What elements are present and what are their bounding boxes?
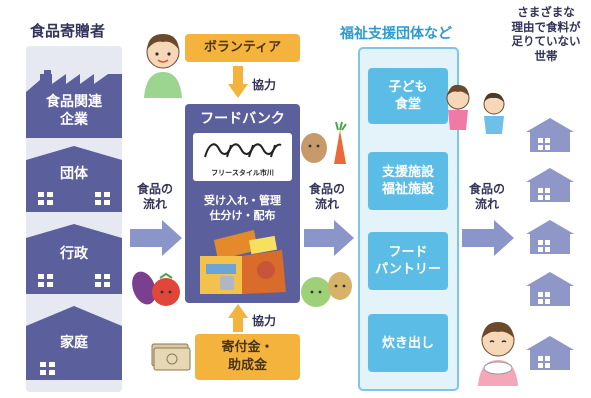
welfare-item-2-line2: パントリー — [375, 262, 441, 277]
flow-label-2: 食品の 流れ — [300, 182, 354, 212]
house-icon — [526, 336, 574, 370]
foodbank-logo — [193, 133, 292, 181]
welfare-item-kids-cafeteria: 子ども食堂 — [368, 68, 448, 124]
recipients-line4: 世帯 — [534, 48, 558, 63]
foodbank-logo-mark — [204, 143, 282, 158]
donor-home-label: 家庭 — [60, 335, 88, 351]
volunteer-coop-label: 協力 — [252, 78, 277, 92]
recipients-line3: 足りていない — [511, 34, 581, 48]
welfare-item-soup-kitchen: 炊き出し — [368, 314, 448, 372]
vegetables-left-icon — [132, 271, 180, 306]
flow-arrow-2 — [304, 220, 354, 256]
donation-arrow — [228, 304, 248, 332]
building-icon — [26, 146, 122, 212]
welfare-item-3-line1: 炊き出し — [381, 335, 434, 351]
donor-home: 家庭 — [26, 306, 122, 380]
donor-government-label: 行政 — [60, 246, 88, 262]
foodbank-title: フードバンク — [200, 111, 285, 127]
donation-box: 寄付金・ 助成金 — [195, 334, 300, 380]
welfare-item-food-pantry: フードパントリー — [368, 232, 448, 290]
donor-company-label-2: 企業 — [60, 112, 88, 128]
donors-panel: 食品関連 企業 団体 行政 — [26, 46, 122, 392]
vegetables-right-icon — [301, 272, 352, 307]
donor-government: 行政 — [26, 224, 122, 294]
donor-group: 団体 — [26, 146, 122, 212]
flow-arrow-3 — [462, 220, 514, 256]
volunteer-person-icon — [144, 34, 182, 98]
welfare-item-1-line2: 福祉施設 — [381, 182, 434, 197]
money-icon — [151, 343, 191, 371]
welfare-item-0-line2: 食堂 — [394, 97, 421, 112]
house-icon — [26, 306, 122, 380]
flow-label-3: 食品の 流れ — [460, 182, 514, 212]
flow-label-3-line2: 流れ — [474, 197, 499, 211]
donors-title: 食品寄贈者 — [30, 22, 106, 40]
flow-label-1-line1: 食品の — [136, 182, 173, 196]
house-icon — [526, 220, 574, 254]
foodbank-desc-line2: 仕分け・配布 — [209, 209, 276, 222]
vegetables-top-icon — [301, 121, 347, 164]
donor-company-label-1: 食品関連 — [46, 94, 102, 110]
donation-coop-label: 協力 — [252, 314, 277, 328]
donation-line2: 助成金 — [227, 358, 267, 373]
flow-label-2-line2: 流れ — [314, 197, 339, 211]
welfare-item-1-line1: 支援施設 — [381, 165, 434, 180]
house-icon — [526, 118, 574, 152]
house-icon — [526, 168, 574, 202]
factory-icon — [26, 70, 122, 138]
flow-label-1-line2: 流れ — [142, 197, 167, 211]
donor-company: 食品関連 企業 — [26, 70, 122, 138]
welfare-item-support-facility: 支援施設福祉施設 — [368, 152, 448, 210]
volunteer-box: ボランティア — [185, 34, 300, 62]
donation-line1: 寄付金・ — [221, 340, 274, 355]
flow-label-1: 食品の 流れ — [128, 182, 182, 212]
recipients-line1: さまざまな — [517, 5, 575, 19]
flow-arrow-1 — [130, 220, 182, 256]
children-icon — [446, 84, 505, 134]
foodbank-logo-text: フリースタイル市川 — [211, 169, 274, 177]
welfare-item-0-line1: 子ども — [388, 80, 428, 95]
house-icon — [526, 272, 574, 306]
food-boxes-icon — [200, 230, 286, 294]
foodbank-desc: 受け入れ・管理 仕分け・配布 — [185, 193, 300, 223]
welfare-item-2-line1: フード — [388, 245, 428, 260]
recipients-text: さまざまな 理由で食料が 足りていない 世帯 — [506, 5, 586, 63]
flow-label-2-line1: 食品の — [308, 182, 345, 196]
flow-label-3-line1: 食品の — [468, 182, 505, 196]
eating-person-icon — [478, 322, 518, 386]
welfare-title: 福祉支援団体など — [340, 26, 452, 42]
donor-group-label: 団体 — [60, 166, 88, 182]
recipients-line2: 理由で食料が — [511, 19, 581, 34]
government-building-icon — [26, 224, 122, 294]
foodbank-desc-line1: 受け入れ・管理 — [204, 194, 281, 207]
volunteer-arrow — [228, 66, 248, 98]
